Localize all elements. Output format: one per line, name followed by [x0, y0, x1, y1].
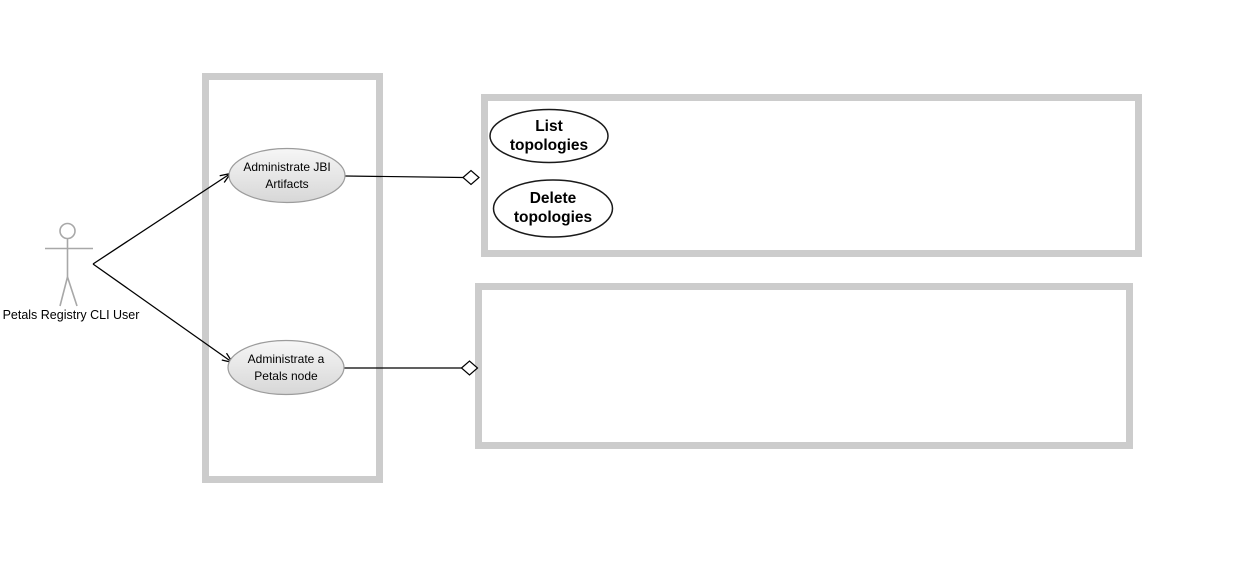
- usecase-delete-topologies: [492, 179, 614, 238]
- association-actor-to-node: [92, 263, 233, 364]
- aggregation-diamond-icon: [460, 360, 479, 376]
- actor-right-leg: [66, 276, 78, 307]
- usecase-list-topologies: [489, 108, 609, 164]
- connector-jbi-to-topologies: [344, 175, 464, 179]
- actor-figure-icon: [45, 222, 93, 307]
- system-boundary-top-right: [481, 94, 1142, 257]
- system-boundary-bottom-right: [475, 283, 1133, 449]
- usecase-administrate-petals-node: [227, 339, 345, 396]
- association-actor-to-jbi: [92, 172, 231, 265]
- system-boundary-left: [202, 73, 383, 483]
- aggregation-diamond-icon: [462, 169, 480, 186]
- usecase-administrate-jbi-artifacts: [228, 147, 346, 204]
- actor-left-leg: [59, 276, 69, 307]
- actor-head: [59, 222, 76, 240]
